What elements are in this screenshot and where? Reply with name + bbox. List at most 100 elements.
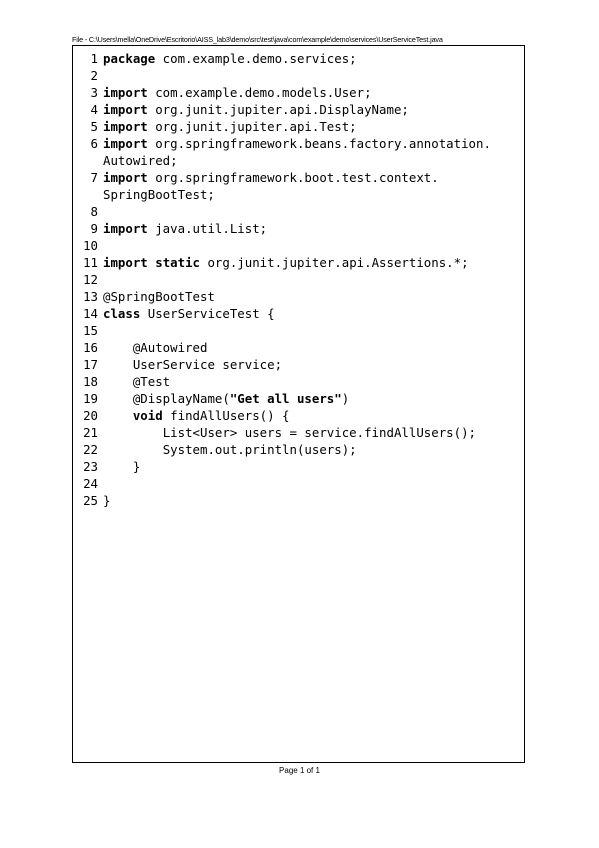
keyword: void bbox=[132, 408, 163, 423]
line-text: @Test bbox=[103, 373, 520, 390]
keyword: package bbox=[103, 51, 156, 66]
code-token: UserServiceTest { bbox=[140, 306, 275, 321]
code-token: org.junit.jupiter.api.DisplayName; bbox=[147, 102, 409, 117]
line-text: import org.junit.jupiter.api.DisplayName… bbox=[103, 101, 520, 118]
code-token: UserService service; bbox=[103, 357, 283, 372]
code-token: java.util.List; bbox=[147, 221, 268, 236]
code-line: 15 bbox=[78, 322, 520, 339]
code-line: 5 import org.junit.jupiter.api.Test; bbox=[78, 118, 520, 135]
line-number: 7 bbox=[90, 170, 98, 185]
line-text: void findAllUsers() { bbox=[103, 407, 520, 424]
code-line: 1 package com.example.demo.services; bbox=[78, 50, 520, 67]
line-number: 6 bbox=[90, 136, 98, 151]
line-text: import java.util.List; bbox=[103, 220, 520, 237]
code-line: 4 import org.junit.jupiter.api.DisplayNam… bbox=[78, 101, 520, 118]
code-token: findAllUsers() { bbox=[162, 408, 290, 423]
code-line: 22 System.out.println(users); bbox=[78, 441, 520, 458]
line-text: } bbox=[103, 458, 520, 475]
line-text: @DisplayName("Get all users") bbox=[103, 390, 520, 407]
code-token: System.out.println(users); bbox=[103, 442, 357, 457]
string-literal: "Get all users" bbox=[229, 391, 342, 406]
code-token bbox=[103, 408, 133, 423]
line-number: 11 bbox=[83, 255, 98, 270]
line-text bbox=[103, 237, 520, 254]
code-token: @Autowired bbox=[103, 340, 208, 355]
line-number: 8 bbox=[90, 204, 98, 219]
code-line: 12 bbox=[78, 271, 520, 288]
line-number: 4 bbox=[90, 102, 98, 117]
code-line: 14 class UserServiceTest { bbox=[78, 305, 520, 322]
keyword: import bbox=[103, 102, 148, 117]
line-text bbox=[103, 271, 520, 288]
line-text bbox=[103, 67, 520, 84]
line-number: 14 bbox=[83, 306, 98, 321]
keyword: class bbox=[103, 306, 141, 321]
line-number: 1 bbox=[90, 51, 98, 66]
line-number: 9 bbox=[90, 221, 98, 236]
code-line: 17 UserService service; bbox=[78, 356, 520, 373]
line-number: 24 bbox=[83, 476, 98, 491]
line-number: 25 bbox=[83, 493, 98, 508]
line-text bbox=[103, 203, 520, 220]
line-text: UserService service; bbox=[103, 356, 520, 373]
line-text: @SpringBootTest bbox=[103, 288, 520, 305]
keyword: import bbox=[103, 170, 148, 185]
code-line-continuation: SpringBootTest; bbox=[103, 187, 215, 202]
line-number: 17 bbox=[83, 357, 98, 372]
keyword: import bbox=[103, 136, 148, 151]
code-token: org.springframework.boot.test.context. bbox=[147, 170, 439, 185]
line-text: import org.springframework.beans.factory… bbox=[103, 135, 520, 152]
line-number: 23 bbox=[83, 459, 98, 474]
code-line: 25} bbox=[78, 492, 520, 509]
code-line: 2 bbox=[78, 67, 520, 84]
code-line: 13 @SpringBootTest bbox=[78, 288, 520, 305]
code-line-continuation: Autowired; bbox=[103, 153, 178, 168]
code-token: @SpringBootTest bbox=[103, 289, 215, 304]
code-line: 8 bbox=[78, 203, 520, 220]
line-number: 5 bbox=[90, 119, 98, 134]
code-line: 11 import static org.junit.jupiter.api.As… bbox=[78, 254, 520, 271]
code-line: 20 void findAllUsers() { bbox=[78, 407, 520, 424]
file-path-header: File - C:\Users\mella\OneDrive\Escritori… bbox=[72, 35, 443, 44]
code-token: ) bbox=[341, 391, 350, 406]
keyword: import bbox=[103, 119, 148, 134]
page-number: Page 1 of 1 bbox=[279, 766, 320, 775]
line-text bbox=[103, 322, 520, 339]
keyword: import bbox=[103, 85, 148, 100]
line-text: import com.example.demo.models.User; bbox=[103, 84, 520, 101]
code-token: } bbox=[103, 459, 141, 474]
line-number: 20 bbox=[83, 408, 98, 423]
code-token: com.example.demo.models.User; bbox=[147, 85, 372, 100]
line-text: @Autowired bbox=[103, 339, 520, 356]
line-text: package com.example.demo.services; bbox=[103, 50, 520, 67]
line-number: 18 bbox=[83, 374, 98, 389]
line-number: 13 bbox=[83, 289, 98, 304]
code-line: 9 import java.util.List; bbox=[78, 220, 520, 237]
code-token: com.example.demo.services; bbox=[155, 51, 357, 66]
code-token: org.junit.jupiter.api.Assertions.*; bbox=[200, 255, 469, 270]
line-text: class UserServiceTest { bbox=[103, 305, 520, 322]
line-number: 16 bbox=[83, 340, 98, 355]
line-number: 15 bbox=[83, 323, 98, 338]
line-text: import org.junit.jupiter.api.Test; bbox=[103, 118, 520, 135]
line-text: import org.springframework.boot.test.con… bbox=[103, 169, 520, 186]
code-line: 19 @DisplayName("Get all users") bbox=[78, 390, 520, 407]
code-token: List<User> users = service.findAllUsers(… bbox=[103, 425, 476, 440]
code-line: 16 @Autowired bbox=[78, 339, 520, 356]
keyword: import bbox=[103, 221, 148, 236]
line-number: 2 bbox=[90, 68, 98, 83]
line-number: 22 bbox=[83, 442, 98, 457]
code-line: 10 bbox=[78, 237, 520, 254]
line-text: System.out.println(users); bbox=[103, 441, 520, 458]
line-text: import static org.junit.jupiter.api.Asse… bbox=[103, 254, 520, 271]
code-token: @Test bbox=[103, 374, 171, 389]
keyword: import bbox=[103, 255, 148, 270]
code-line: 21 List<User> users = service.findAllUse… bbox=[78, 424, 520, 441]
line-number: 10 bbox=[83, 238, 98, 253]
line-number: 12 bbox=[83, 272, 98, 287]
code-line: 7 import org.springframework.boot.test.co… bbox=[78, 169, 520, 186]
line-number: 19 bbox=[83, 391, 98, 406]
code-token: @DisplayName( bbox=[103, 391, 230, 406]
